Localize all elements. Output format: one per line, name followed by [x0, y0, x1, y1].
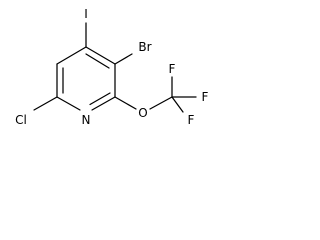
bond-c5-c4: [56, 46, 87, 65]
nitrogen-label: N: [82, 113, 91, 127]
bond-n-c6: [56, 96, 81, 111]
fluorine-label-right: F: [202, 90, 209, 104]
fluorine-label-bottom: F: [188, 113, 195, 127]
bond-c4-c3: [85, 46, 116, 65]
bond-c3-c4-inner: [85, 53, 110, 69]
bond-c2-n-outer: [91, 96, 116, 111]
iodine-label: I: [84, 7, 88, 21]
bromine-label: Br: [138, 40, 151, 54]
oxygen-label: O: [138, 106, 147, 120]
fluorine-label-top: F: [169, 62, 176, 76]
bond-c2-n-inner: [89, 92, 111, 106]
bond-c6-cl: [33, 96, 58, 111]
bond-c-f-bottom: [171, 96, 184, 113]
bond-c3-br: [114, 53, 133, 65]
bond-o-c: [149, 96, 173, 110]
chlorine-label: Cl: [15, 113, 27, 127]
chemical-structure-diagram: I Br Cl N O F F F: [15, 7, 209, 127]
bond-c2-o: [114, 96, 137, 110]
